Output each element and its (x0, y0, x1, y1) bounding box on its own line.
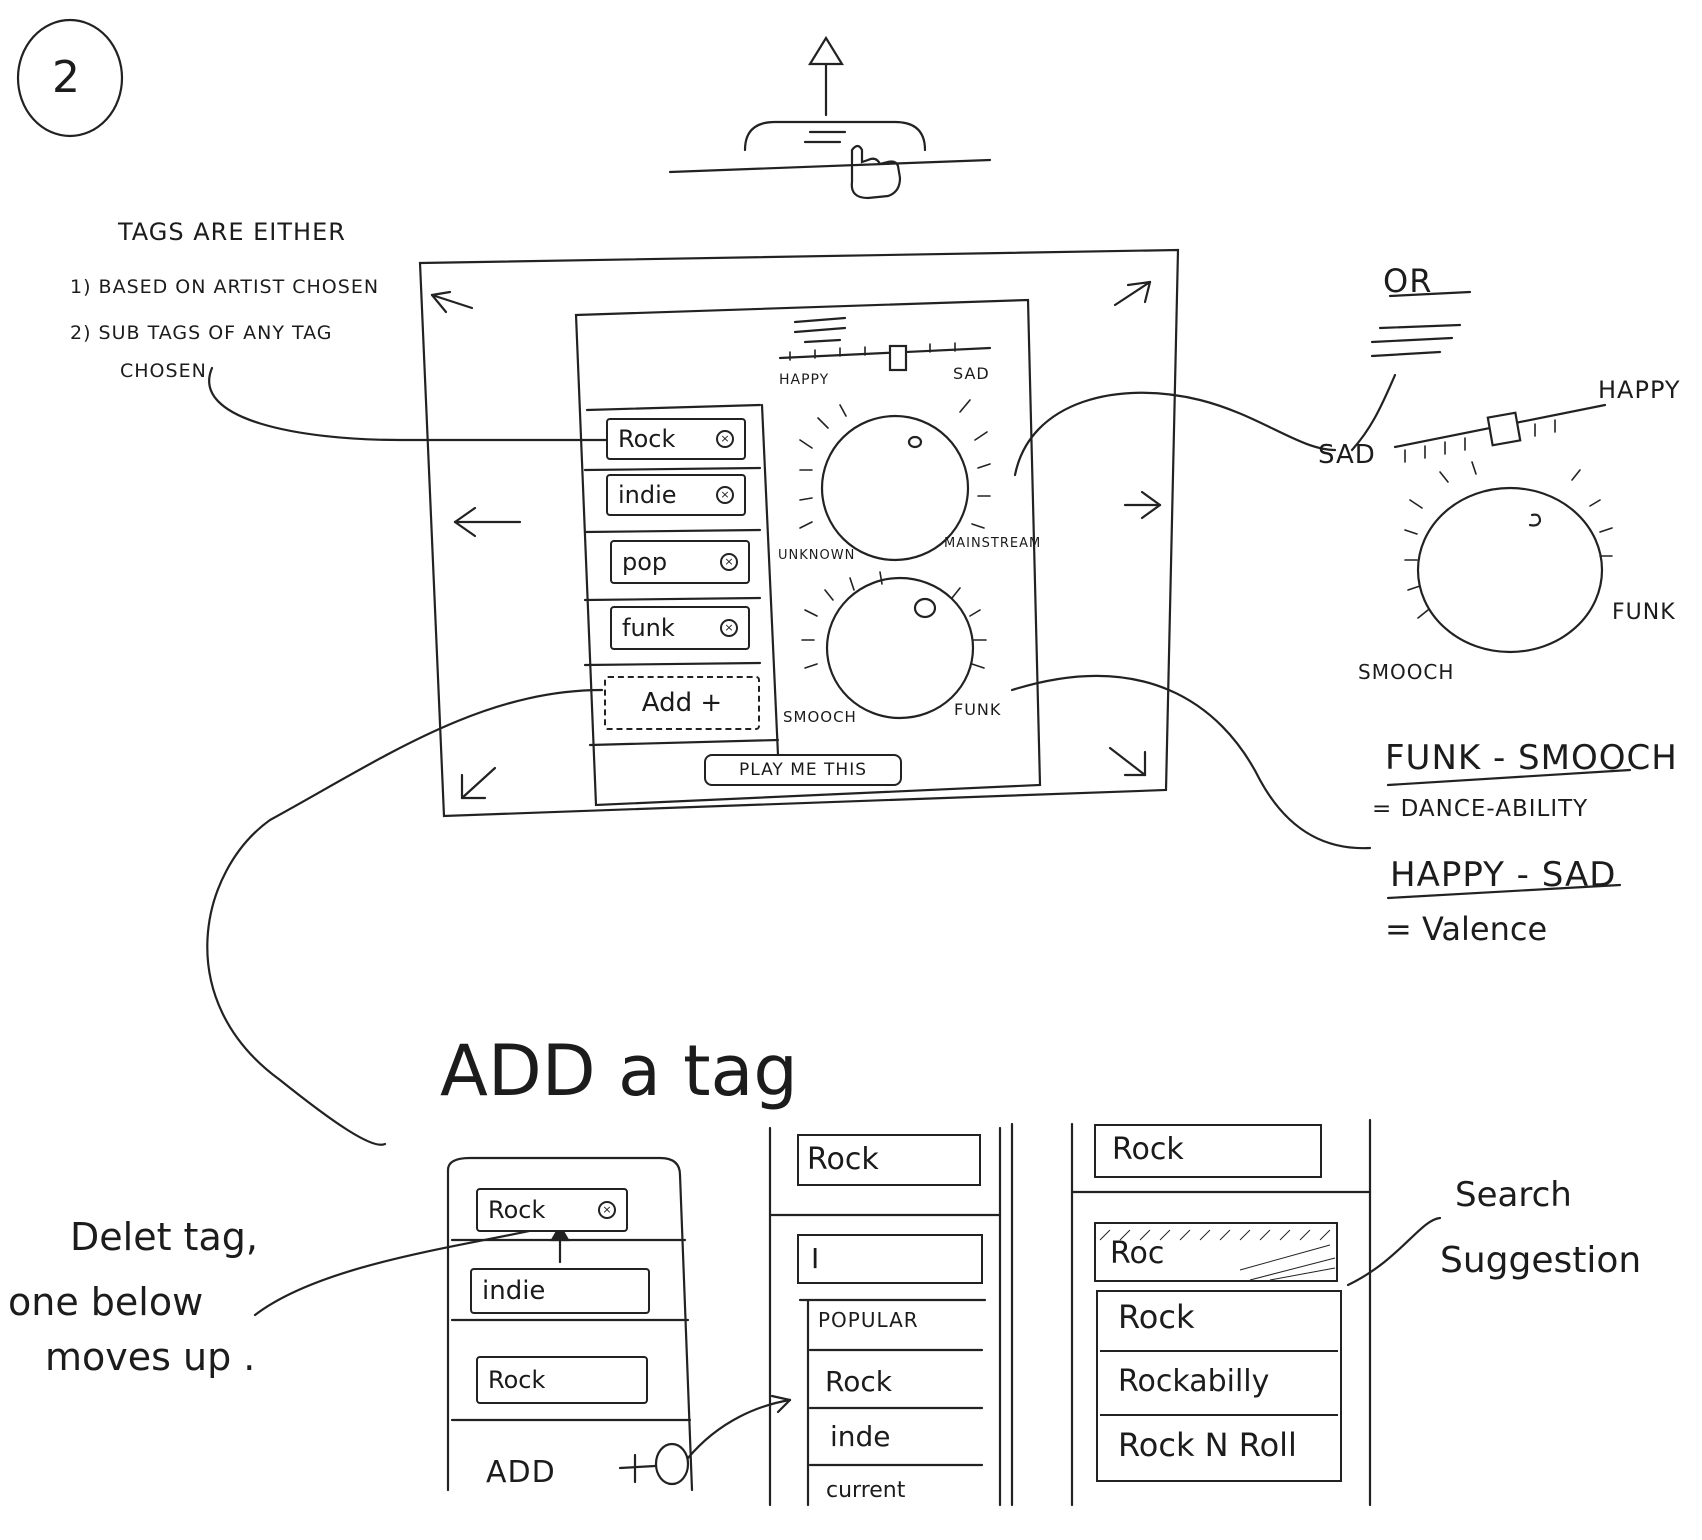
page-number-circle (16, 18, 124, 138)
tags-note-line2: 2) SUB TAGS OF ANY TAG (70, 322, 333, 344)
alt-knob-label-smooch: SMOOCH (1358, 660, 1455, 684)
alt-slider-label-sad: SAD (1318, 440, 1376, 470)
hand-pointer-icon (850, 144, 902, 200)
knob1-label-unknown: UNKNOWN (778, 548, 856, 563)
tag-chip[interactable]: indie × (606, 474, 746, 516)
tag-chip[interactable]: Rock × (606, 418, 746, 460)
search-note-line1: Search (1455, 1175, 1572, 1215)
tag-chip[interactable]: funk × (610, 606, 750, 650)
alt-slider-label-happy: HAPPY (1598, 376, 1681, 404)
note-valence: = Valence (1385, 910, 1548, 948)
add-panel-2-popular: POPULAR (818, 1308, 919, 1332)
add-panel-1-tag[interactable]: indie (470, 1268, 650, 1314)
remove-tag-icon[interactable]: × (716, 430, 734, 448)
add-tag-title: ADD a tag (440, 1030, 798, 1112)
tag-label: indie (618, 481, 677, 509)
add-panel-1-add-label[interactable]: ADD (486, 1455, 556, 1490)
add-panel-2-input[interactable]: I (797, 1234, 983, 1284)
alt-knob (1416, 486, 1604, 654)
slider-label-happy: HAPPY (779, 372, 830, 388)
suggestion-item[interactable]: Rock (1100, 1290, 1338, 1352)
remove-tag-icon[interactable]: × (720, 553, 738, 571)
input-hatching (879, 1229, 1336, 1281)
knob1-label-mainstream: MAINSTREAM (944, 536, 1042, 551)
add-panel-2-item[interactable]: current (826, 1478, 906, 1503)
tag-label: Rock (488, 1366, 546, 1394)
suggestion-item[interactable]: Rock N Roll (1118, 1426, 1297, 1464)
add-panel-1-frame (446, 1156, 694, 1492)
phone-screen (574, 298, 1042, 807)
tablet-frame (418, 248, 1180, 818)
add-panel-2-tag[interactable]: Rock (797, 1134, 981, 1186)
play-button[interactable]: PLAY ME THIS (704, 754, 902, 786)
tag-label: indie (482, 1276, 546, 1306)
add-panel-3-search-input[interactable]: Roc (1094, 1222, 1338, 1282)
delete-note-line1: Delet tag, (70, 1215, 258, 1259)
tags-note-heading: TAGS ARE EITHER (118, 218, 346, 246)
note-danceability: = DANCE-ABILITY (1372, 796, 1589, 822)
knob2-label-funk: FUNK (954, 700, 1002, 719)
slider-label-sad: SAD (953, 364, 990, 383)
suggestion-dropdown (1096, 1290, 1342, 1482)
tags-note-line3: CHOSEN (120, 360, 207, 382)
add-panel-2-item[interactable]: inde (830, 1420, 891, 1453)
tag-label: Rock (488, 1196, 546, 1224)
or-label: OR (1383, 262, 1433, 300)
delete-note-line2: one below (8, 1280, 204, 1324)
remove-tag-icon[interactable]: × (598, 1201, 616, 1219)
knob-popularity (820, 414, 970, 562)
page-number: 2 (52, 52, 80, 103)
add-panel-3-tag[interactable]: Rock (1094, 1124, 1322, 1178)
tag-label: Rock (618, 425, 676, 453)
knob-danceability (825, 576, 975, 720)
alt-knob-label-funk: FUNK (1612, 600, 1676, 625)
add-panel-1-tag[interactable]: Rock (476, 1356, 648, 1404)
add-panel-2-item[interactable]: Rock (825, 1365, 892, 1398)
remove-tag-icon[interactable]: × (720, 619, 738, 637)
add-tag-button[interactable]: Add + (604, 676, 760, 730)
add-panel-1-tag[interactable]: Rock × (476, 1188, 628, 1232)
tags-note-line1: 1) BASED ON ARTIST CHOSEN (70, 276, 380, 298)
tag-chip[interactable]: pop × (610, 540, 750, 584)
tag-label: pop (622, 548, 668, 576)
knob2-label-smooch: SMOOCH (783, 708, 857, 726)
delete-note-line3: moves up . (45, 1335, 256, 1379)
remove-tag-icon[interactable]: × (716, 486, 734, 504)
note-funk-smooch: FUNK - SMOOCH (1385, 738, 1678, 778)
tag-label: funk (622, 614, 675, 642)
suggestion-item[interactable]: Rockabilly (1100, 1354, 1338, 1416)
note-happy-sad: HAPPY - SAD (1390, 855, 1617, 895)
search-note-line2: Suggestion (1440, 1240, 1642, 1281)
